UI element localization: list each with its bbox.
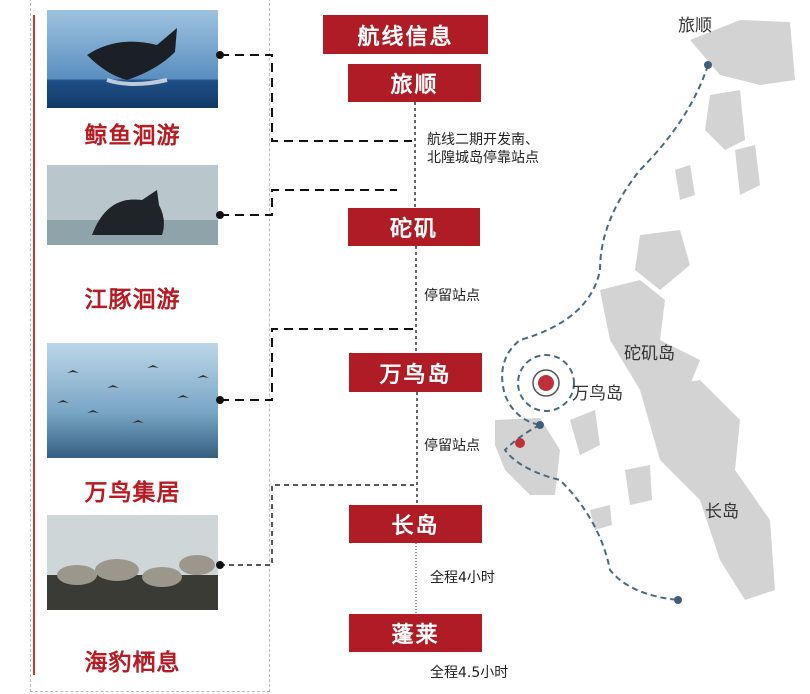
- note-wanniao: 停留站点: [424, 438, 480, 454]
- accent-line: [33, 15, 35, 675]
- route-info-header: 航线信息: [323, 15, 488, 54]
- stop-tuoji: 砣矶: [348, 208, 480, 246]
- note-penglai: 全程4.5小时: [430, 665, 509, 681]
- seals-photo: [47, 515, 218, 610]
- end-marker: [674, 596, 682, 604]
- attraction-caption: 鲸鱼洄游: [84, 123, 181, 149]
- whale-photo: [47, 10, 218, 108]
- map-label-wanniao: 万鸟岛: [572, 384, 623, 404]
- map-label-lushun: 旅顺: [678, 16, 712, 36]
- lushun-marker: [704, 61, 712, 69]
- note-tuoji: 停留站点: [424, 288, 480, 304]
- map-label-tuoji: 砣矶岛: [624, 344, 675, 364]
- stop-lushun: 旅顺: [348, 64, 481, 102]
- stop-penglai: 蓬莱: [349, 614, 482, 652]
- port-marker: [536, 421, 544, 429]
- ferry-route: [501, 64, 709, 601]
- wanniao-marker: [538, 375, 554, 391]
- changdao-marker: [515, 438, 525, 448]
- birds-photo: [47, 343, 218, 458]
- attractions-panel: [30, 0, 270, 692]
- note-changdao: 全程4小时: [430, 570, 495, 586]
- note-lushun-1: 航线二期开发南、: [427, 132, 539, 148]
- attraction-caption: 万鸟集居: [84, 480, 181, 506]
- connector-lines: [220, 54, 413, 401]
- map-islands: [495, 20, 795, 600]
- note-lushun-2: 北隍城岛停靠站点: [427, 150, 539, 166]
- map-label-changdao: 长岛: [705, 502, 739, 522]
- porpoise-photo: [47, 165, 218, 245]
- stop-wanniao: 万鸟岛: [349, 353, 482, 392]
- attraction-caption: 海豹栖息: [84, 650, 181, 676]
- stop-changdao: 长岛: [349, 505, 482, 543]
- attraction-caption: 江豚洄游: [84, 287, 181, 313]
